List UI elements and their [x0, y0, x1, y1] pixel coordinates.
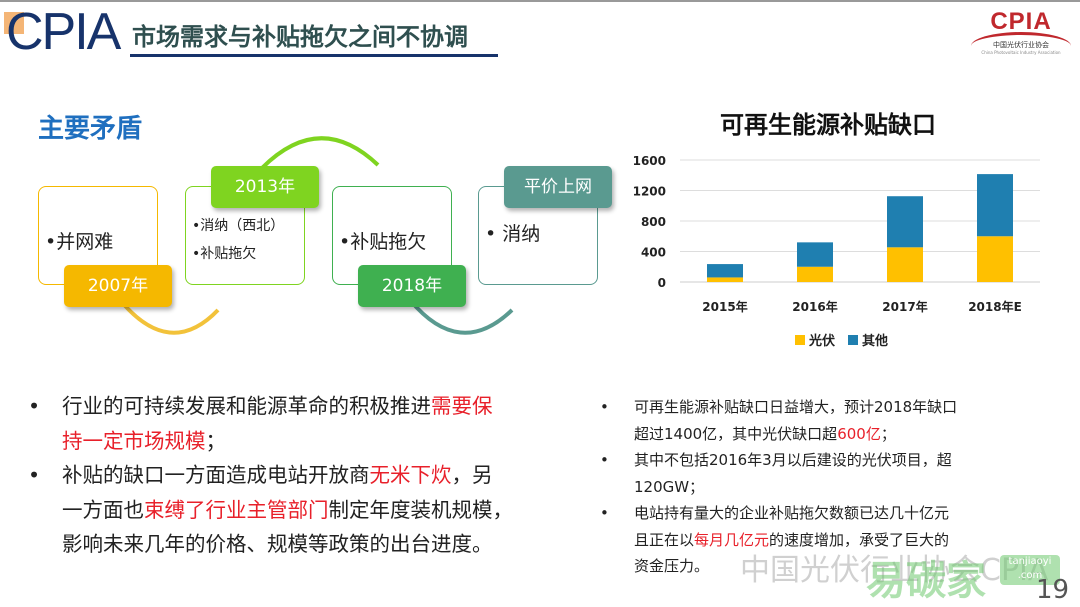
bar-其他 [707, 264, 743, 278]
bullet-line: 影响未来几年的价格、规模等政策的出台进度。 [62, 531, 493, 558]
timeline-year-tag: 2018年 [358, 265, 466, 307]
bar-光伏 [887, 247, 923, 282]
title-underline [130, 54, 498, 57]
bullet-line: 其中不包括2016年3月以后建设的光伏项目，超 [634, 447, 952, 474]
bar-光伏 [707, 277, 743, 282]
legend-swatch [848, 335, 858, 345]
brand-arc [971, 32, 1071, 46]
highlight-text: 持一定市场规模 [62, 428, 206, 453]
bar-其他 [977, 174, 1013, 237]
bar-光伏 [977, 236, 1013, 282]
timeline-year-tag: 平价上网 [504, 166, 612, 208]
bullet-text: 且正在以 [634, 530, 695, 549]
timeline-year-tag: 2013年 [211, 166, 319, 208]
y-tick-label: 1600 [633, 154, 666, 168]
bullet-text: 其中不包括2016年3月以后建设的光伏项目，超 [634, 451, 952, 469]
bar-其他 [797, 242, 833, 267]
bullet-dot: • [28, 463, 41, 487]
watermark-site: 易碳家 [866, 558, 986, 604]
x-tick-label: 2018年E [968, 299, 1022, 314]
bullet-text: ； [205, 428, 227, 453]
bullet-line: 超过1400亿，其中光伏缺口超600亿； [634, 421, 896, 448]
bullet-text: 超过1400亿，其中光伏缺口超 [634, 424, 838, 443]
highlight-text: 需要保 [431, 394, 493, 418]
watermark-site-en: tanjiaoyi .com [1000, 555, 1060, 585]
bullet-dot: • [600, 398, 609, 416]
bar-光伏 [797, 266, 833, 282]
bullet-text: ； [880, 424, 896, 443]
watermark-text: 中国光伏行业协会CPIA [740, 553, 1049, 588]
timeline-item: •补贴拖欠 [192, 246, 257, 262]
slide-title: 市场需求与补贴拖欠之间不协调 [132, 23, 468, 51]
timeline-item: •消纳（西北） [192, 218, 285, 234]
timeline-arrows [118, 136, 514, 335]
y-tick-label: 800 [641, 215, 666, 229]
x-tick-label: 2017年 [882, 299, 927, 314]
highlight-text: 束缚了行业主管部门 [144, 497, 329, 522]
x-tick-label: 2015年 [702, 299, 747, 314]
bullet-line: 持一定市场规模； [62, 428, 226, 455]
highlight-text: 600亿 [837, 424, 881, 443]
bullet-line: 可再生能源补贴缺口日益增大，预计2018年缺口 [634, 394, 957, 421]
bullet-dot: • [600, 451, 609, 469]
legend-swatch [795, 335, 805, 345]
bullet-text: 影响未来几年的价格、规模等政策的出台进度。 [62, 532, 493, 556]
bullet-line: 补贴的缺口一方面造成电站开放商无米下炊，另 [62, 462, 493, 489]
bullet-line: 且正在以每月几亿元的速度增加，承受了巨大的 [634, 527, 949, 554]
page-number: 19 [1036, 575, 1070, 605]
bullet-text: 一方面也 [62, 497, 144, 522]
arrow-2018 [408, 298, 514, 335]
bullet-line: 120GW； [634, 474, 704, 501]
bullet-line: 资金压力。 [634, 553, 709, 580]
bar-其他 [887, 196, 923, 248]
timeline-item: •补贴拖欠 [339, 231, 427, 253]
timeline-year-tag: 2007年 [64, 265, 172, 307]
brand-name: 中国光伏行业协会 [993, 41, 1049, 49]
y-tick-label: 0 [658, 276, 666, 290]
top-border [0, 0, 1080, 2]
bullet-text: 电站持有量大的企业补贴拖欠数额已达几十亿元 [634, 504, 950, 522]
chart-title: 可再生能源补贴缺口 [720, 111, 936, 139]
arrow-2013 [260, 136, 380, 170]
bullet-text: 可再生能源补贴缺口日益增大，预计2018年缺口 [634, 398, 958, 416]
y-tick-label: 1200 [633, 185, 666, 199]
brand-logo-text: CPIA [990, 8, 1052, 35]
brand-name-en: China Photovoltaic Industry Association [981, 50, 1061, 55]
bullet-text: 的速度增加，承受了巨大的 [769, 530, 950, 549]
brand-logo: CPIA 中国光伏行业协会 China Photovoltaic Industr… [966, 8, 1076, 63]
cpia-logo: CPIA [6, 3, 121, 61]
bullet-text: 行业的可持续发展和能源革命的积极推进 [62, 394, 431, 418]
x-tick-label: 2016年 [792, 299, 837, 314]
timeline-item: •并网难 [45, 231, 114, 253]
bullet-dot: • [28, 394, 41, 418]
y-tick-label: 400 [641, 246, 666, 260]
bullet-line: 电站持有量大的企业补贴拖欠数额已达几十亿元 [634, 500, 949, 527]
bullet-line: 行业的可持续发展和能源革命的积极推进需要保 [62, 393, 493, 420]
section-title: 主要矛盾 [38, 114, 143, 144]
arrow-2007 [118, 298, 220, 335]
bullet-text: ，另 [451, 463, 493, 487]
bullet-text: 资金压力。 [634, 557, 710, 575]
bullet-line: 一方面也束缚了行业主管部门制定年度装机规模， [62, 497, 513, 524]
bullet-text: 制定年度装机规模， [328, 497, 514, 522]
legend-label: 其他 [862, 333, 888, 349]
logo-accent [4, 12, 24, 34]
highlight-text: 每月几亿元 [694, 530, 770, 549]
bullet-text: 120GW； [634, 477, 705, 496]
timeline-item: • 消纳 [485, 223, 541, 245]
bullet-text: 补贴的缺口一方面造成电站开放商 [62, 463, 370, 487]
stacked-bar-chart: 0 400 800 1200 1600 2015年 2016年 2017年 2018年E 光伏 其他 [633, 154, 1040, 349]
highlight-text: 无米下炊 [369, 463, 452, 487]
legend-label: 光伏 [808, 333, 835, 349]
bullet-dot: • [600, 504, 609, 522]
